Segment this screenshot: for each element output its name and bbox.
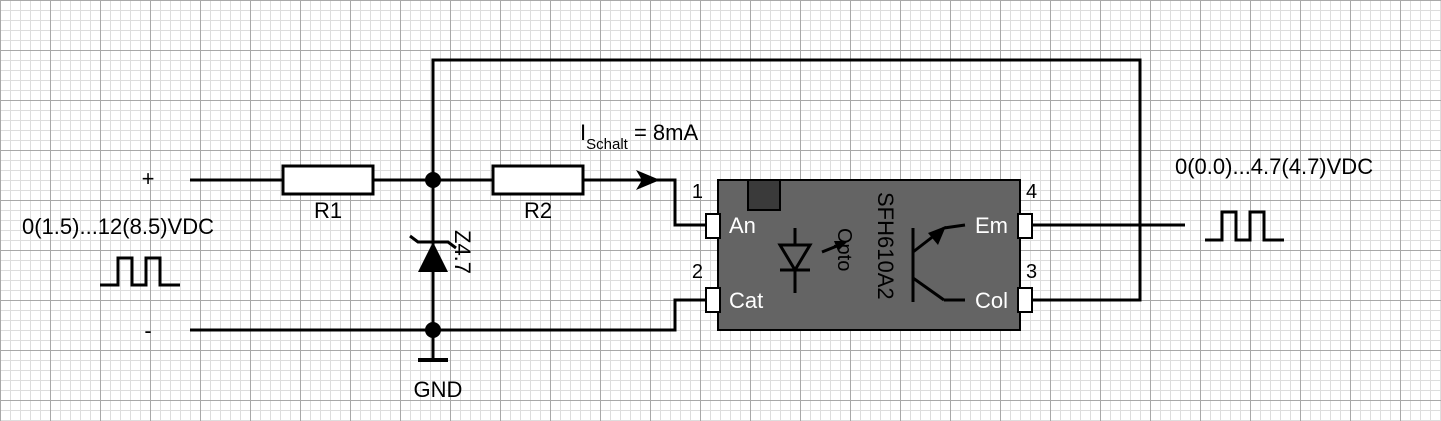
opto-type-label: Opto [833,228,855,271]
resistor-r2 [491,164,585,196]
plus-label: + [142,166,155,191]
minus-label: - [144,318,151,343]
pin-number-3: 3 [1026,261,1037,283]
r2-pin1-wire [583,178,708,227]
zener-label: Z4.7 [450,230,475,274]
resistor-r1 [281,164,375,196]
pin-number-1: 1 [692,181,703,203]
emitter-arrow-icon [928,226,946,245]
r1-label: R1 [314,198,342,223]
pin-cat-label: Cat [729,288,763,313]
top-loop-wire [431,58,1142,302]
zener-diode-icon [409,234,457,272]
gnd-label: GND [414,377,463,402]
minus-input-wire [190,298,708,332]
pin-col-label: Col [975,288,1008,313]
input-pulse-icon [100,256,180,287]
pin-3 [1017,287,1033,313]
pin-an-label: An [729,213,756,238]
output-pulse-icon [1205,210,1284,242]
optocoupler [705,179,1033,331]
pin-number-2: 2 [692,261,703,283]
input-voltage-label: 0(1.5)...12(8.5)VDC [22,214,214,239]
pin-number-4: 4 [1026,181,1037,203]
r2-label: R2 [524,198,552,223]
current-label: ISchalt = 8mA [580,120,698,153]
pin1-marker [747,179,781,211]
light-arrow-icon [821,241,848,254]
pin-em-label: Em [975,213,1008,238]
opto-part-name: SFH610A2 [873,192,898,300]
led-icon [777,228,813,293]
pin-2 [705,287,721,313]
current-arrow-icon [636,170,660,190]
output-voltage-label: 0(0.0)...4.7(4.7)VDC [1175,154,1373,179]
pin-1 [705,213,721,239]
pin-4 [1017,213,1033,239]
junction-dot-bottom [425,322,441,338]
junction-dot-top [425,172,441,188]
